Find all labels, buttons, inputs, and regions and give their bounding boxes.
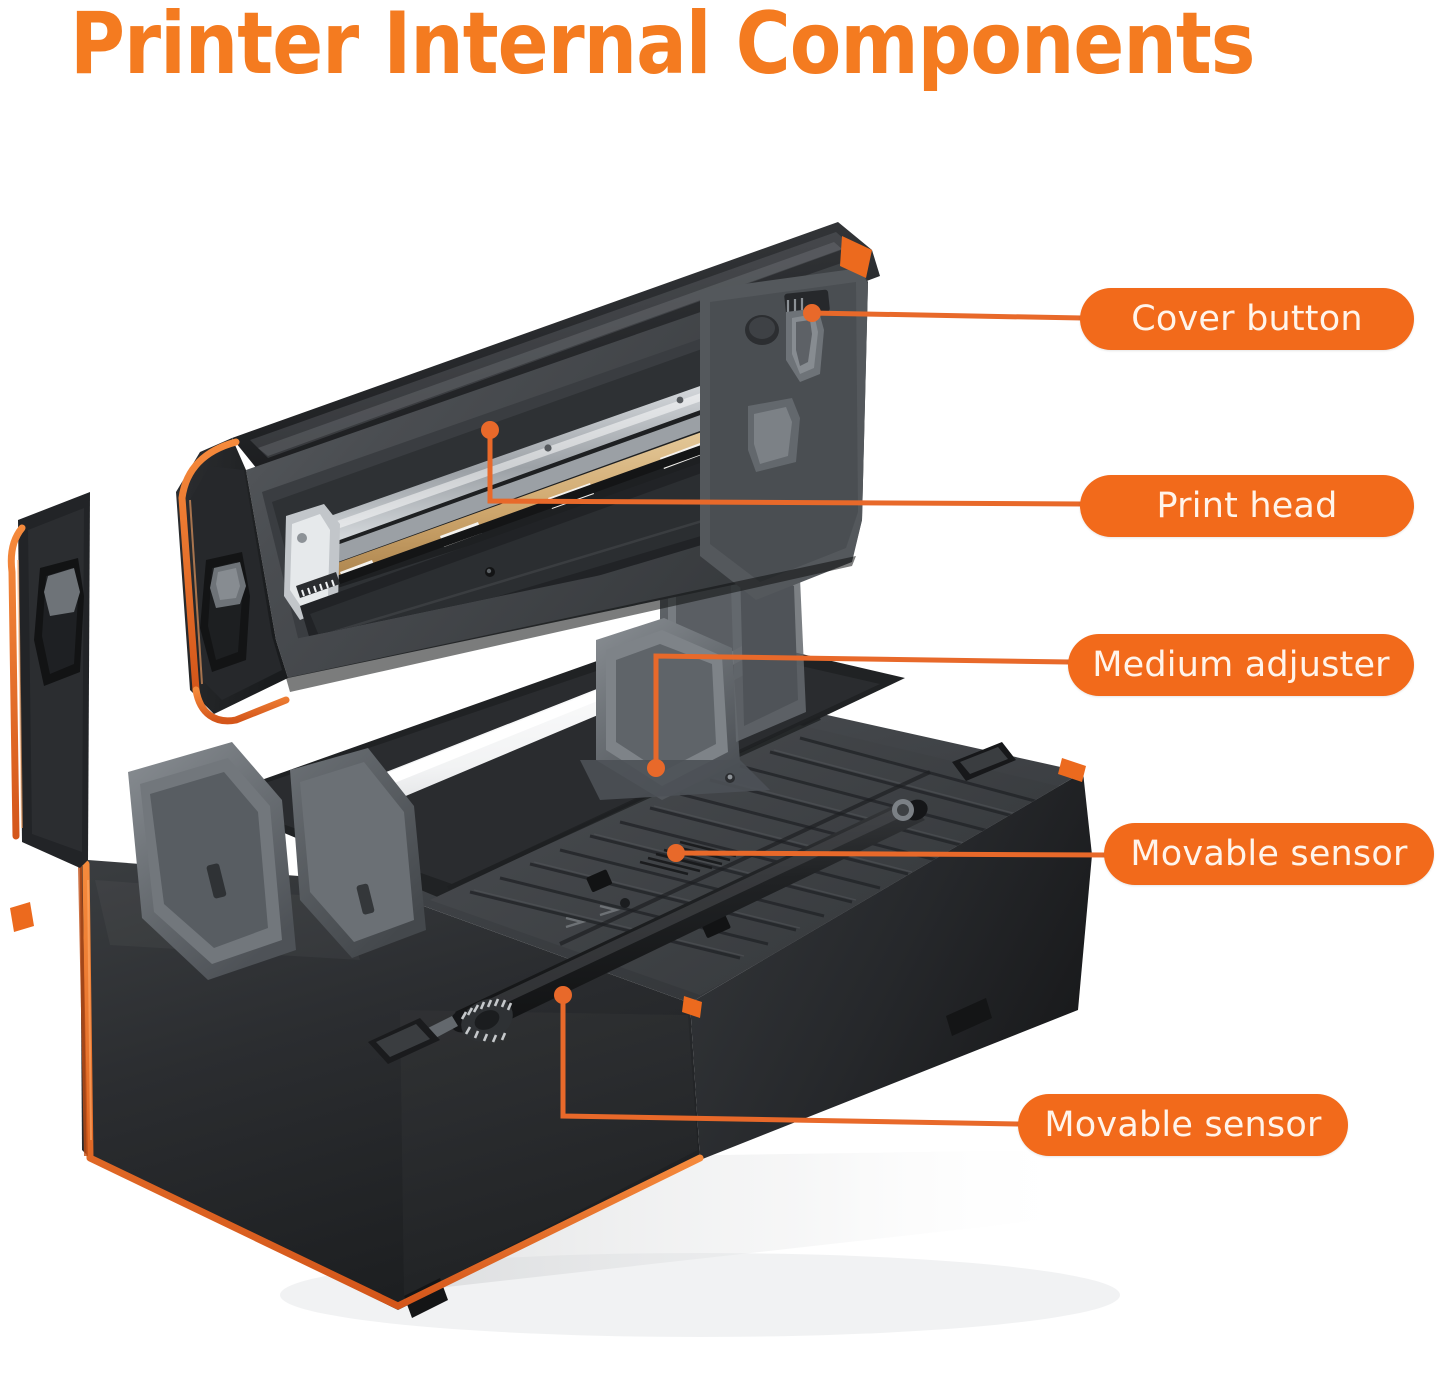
callout-label: Movable sensor (1044, 1105, 1322, 1145)
media-roll-holder-left-inner (290, 748, 426, 958)
media-path-plate (430, 716, 1075, 995)
lid-left-edge (176, 438, 288, 714)
trim-chip-front (682, 996, 702, 1018)
print-head-left-endcap (284, 504, 340, 620)
deck-slot-left (368, 1018, 440, 1064)
leader-movable-sensor-lower (554, 986, 1021, 1127)
trim-chip-right (1058, 758, 1086, 782)
leader-movable-sensor-upper (667, 844, 1107, 862)
leader-medium-adjuster (647, 653, 1071, 777)
lid-trim-chip (840, 236, 872, 278)
callout-medium-adjuster[interactable]: Medium adjuster (1068, 634, 1414, 696)
printer-base (78, 540, 1092, 1318)
callout-print-head[interactable]: Print head (1080, 475, 1414, 537)
leader-cover-button (803, 304, 1083, 322)
cover-button (784, 289, 830, 382)
left-panel-slot (34, 558, 84, 686)
drive-gear (460, 998, 513, 1043)
callout-cover-button[interactable]: Cover button (1080, 288, 1414, 350)
callout-label: Movable sensor (1130, 834, 1408, 874)
callout-label: Medium adjuster (1092, 645, 1390, 685)
leader-print-head (481, 421, 1083, 507)
callout-label: Cover button (1131, 299, 1363, 339)
callout-label: Print head (1156, 486, 1338, 526)
lid-finger-slot (200, 552, 250, 672)
lid-nub (748, 398, 800, 472)
callout-movable-sensor-upper[interactable]: Movable sensor (1104, 823, 1434, 885)
far-left-body-edge (7, 492, 90, 932)
left-edge-trim (7, 524, 26, 840)
base-orange-trim (82, 860, 704, 1310)
foot-right (946, 998, 992, 1036)
media-roll-holder-left (128, 742, 296, 980)
callout-leaders (481, 304, 1107, 1127)
cover-button-panel (700, 236, 872, 600)
left-trim-chip (10, 902, 34, 932)
printer-lid (176, 222, 880, 725)
lid-orange-trim (178, 438, 290, 725)
base-right-face (690, 772, 1092, 1160)
deck-slot-right (952, 742, 1016, 781)
callout-movable-sensor-lower[interactable]: Movable sensor (1018, 1094, 1348, 1156)
page-title: Printer Internal Components (70, 0, 1255, 94)
